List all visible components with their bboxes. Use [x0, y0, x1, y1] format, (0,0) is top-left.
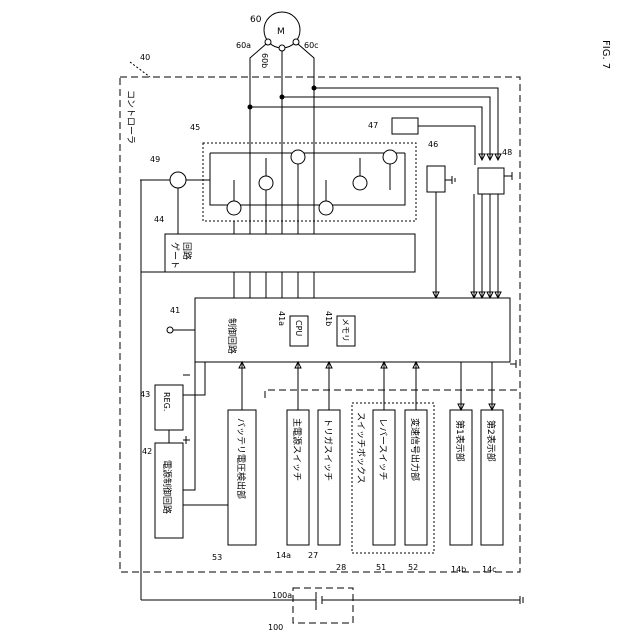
trigger-switch: 27 トリガスイッチ	[308, 362, 340, 560]
trigger-switch-label: トリガスイッチ	[322, 418, 333, 481]
switch-49-ref: 49	[150, 155, 160, 164]
memory-ref: 41b	[324, 311, 333, 326]
main-power-switch: 14a 主電源スイッチ	[276, 362, 309, 560]
box-48-ref: 48	[502, 148, 512, 157]
box-46-ref: 46	[428, 140, 438, 149]
motor-terminal-c: 60c	[304, 41, 319, 50]
main-power-switch-ref: 14a	[276, 551, 291, 560]
display-1-ref: 14b	[451, 565, 466, 574]
control-circuit-label: 制御回路	[226, 318, 238, 354]
display-2-ref: 14c	[482, 565, 497, 574]
motor-symbol: M	[277, 27, 285, 37]
gate-circuit-label-1: ゲート	[169, 242, 181, 269]
speed-signal-label: 変速信号出力部	[409, 418, 421, 481]
motor-ref: 60	[250, 15, 262, 25]
regulator-label: REG.	[162, 392, 171, 411]
switch-box-ref: 28	[336, 563, 346, 572]
cpu-ref: 41a	[277, 311, 286, 326]
control-circuit: 41 制御回路 41a CPU 41b メモリ	[167, 298, 516, 368]
inverter-ref: 45	[190, 123, 200, 132]
main-power-switch-label: 主電源スイッチ	[291, 418, 303, 481]
display-2: 14c 第2表示部	[481, 362, 503, 574]
lever-switch-ref: 51	[376, 563, 386, 572]
battery: 100 100a	[141, 588, 523, 632]
control-circuit-ref: 41	[170, 306, 180, 315]
battery-sub-ref: 100a	[272, 591, 292, 600]
motor-terminal-a: 60a	[236, 41, 251, 50]
lever-switch: 51 レバースイッチ	[373, 362, 395, 572]
display-1: 14b 第1表示部	[450, 362, 472, 574]
battery-ref: 100	[268, 623, 283, 632]
battery-voltage-detector: 53 バッテリ電圧検出部	[212, 362, 256, 562]
trigger-switch-ref: 27	[308, 551, 318, 560]
box-47-ref: 47	[368, 121, 378, 130]
power-control-ref: 42	[142, 447, 152, 456]
switch-49: 49	[140, 155, 210, 234]
controller-ref: 40	[140, 53, 150, 62]
memory-label: メモリ	[341, 318, 350, 342]
gate-circuit-ref: 44	[154, 215, 164, 224]
power-control-label: 電源制御回路	[161, 460, 173, 514]
box-46: 46	[427, 140, 455, 298]
motor: M 60 60a 60b 60c	[236, 12, 319, 68]
box-48: 48	[471, 148, 512, 298]
switch-box-label: スイッチボックス	[355, 412, 366, 484]
cpu-label: CPU	[294, 320, 303, 336]
lever-switch-label: レバースイッチ	[377, 418, 388, 481]
battery-voltage-label: バッテリ電圧検出部	[235, 418, 247, 499]
inverter: 45	[190, 123, 416, 221]
display-2-label: 第2表示部	[485, 420, 497, 462]
gate-circuit-label-2: 回路	[181, 242, 193, 260]
gate-circuit: 44 ゲート 回路	[141, 180, 415, 298]
speed-signal-output: 52 変速信号出力部	[405, 362, 427, 572]
display-1-label: 第1表示部	[454, 420, 466, 462]
figure-label: FIG. 7	[600, 40, 611, 69]
regulator-ref: 43	[140, 390, 150, 399]
controller-name: コントローラ	[125, 90, 136, 144]
speed-signal-ref: 52	[408, 563, 418, 572]
motor-terminal-b: 60b	[260, 53, 269, 68]
battery-voltage-ref: 53	[212, 553, 222, 562]
